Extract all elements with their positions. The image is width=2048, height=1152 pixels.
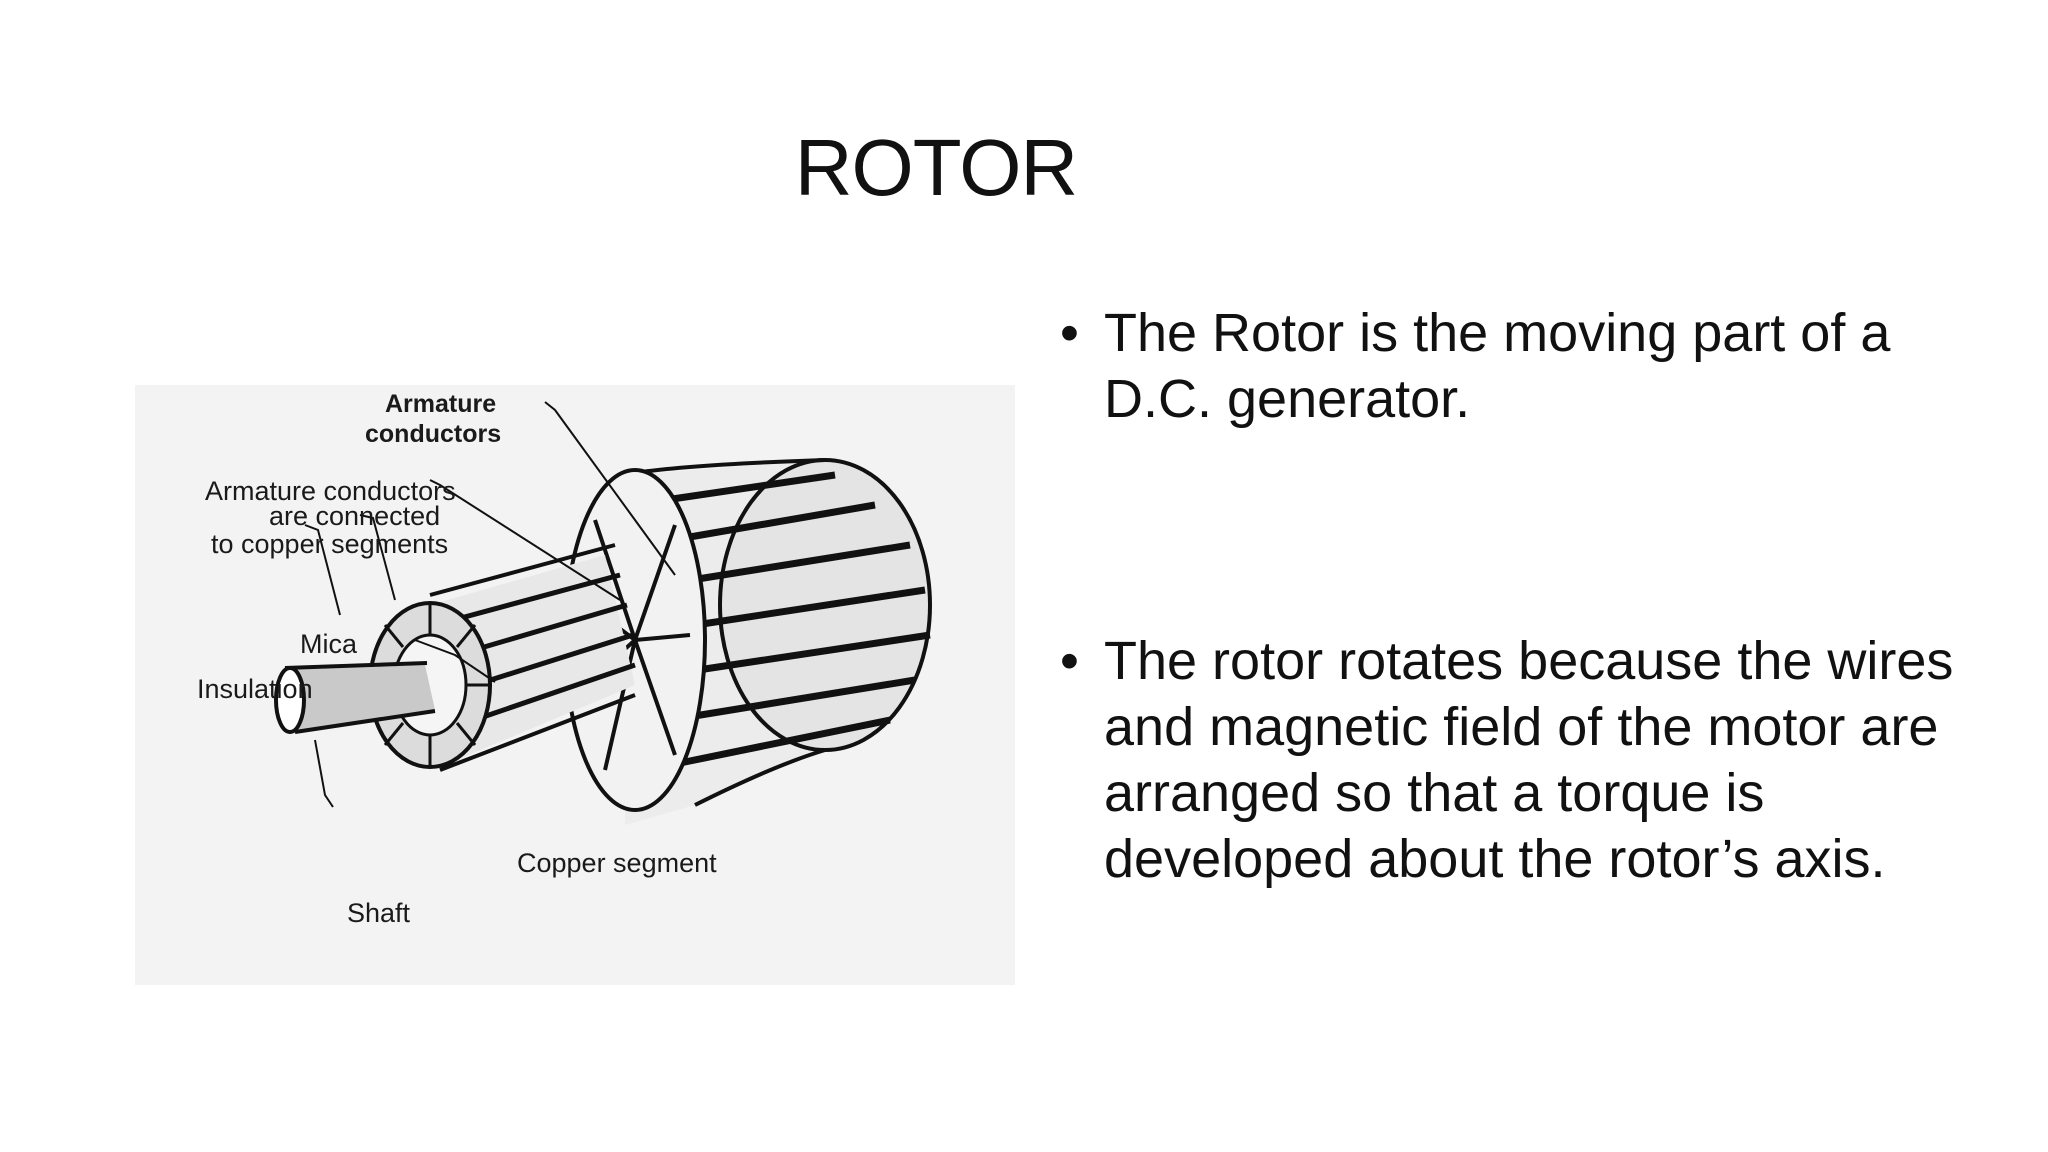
label-connected-2: are connected <box>269 501 440 531</box>
label-connected-3: to copper segments <box>211 529 448 559</box>
label-armature: Armature <box>385 390 496 418</box>
shaft <box>274 661 436 734</box>
label-conductors: conductors <box>365 420 501 448</box>
bullet-symbol: • <box>1060 303 1079 363</box>
rotor-diagram: Armature conductors Armature conductors … <box>135 385 1015 985</box>
label-mica: Mica <box>300 629 358 659</box>
bullet-item: • The Rotor is the moving part of a D.C.… <box>1058 300 1978 432</box>
label-insulation: Insulation <box>197 674 313 704</box>
bullet-item: • The rotor rotates because the wires an… <box>1058 628 1978 892</box>
armature-core <box>563 458 932 825</box>
label-shaft: Shaft <box>347 898 411 928</box>
commutator <box>368 543 636 772</box>
bullet-text: The rotor rotates because the wires and … <box>1104 631 1954 889</box>
label-copper-segment: Copper segment <box>517 848 717 878</box>
rotor-drawing: Armature conductors Armature conductors … <box>197 390 932 928</box>
bullet-list: • The Rotor is the moving part of a D.C.… <box>1058 300 1978 892</box>
slide-title: ROTOR <box>794 123 1078 212</box>
bullet-text: The Rotor is the moving part of a D.C. g… <box>1104 303 1891 429</box>
bullet-symbol: • <box>1060 631 1079 691</box>
label-connected-1: Armature conductors <box>205 476 456 506</box>
leader-lines <box>304 401 676 808</box>
